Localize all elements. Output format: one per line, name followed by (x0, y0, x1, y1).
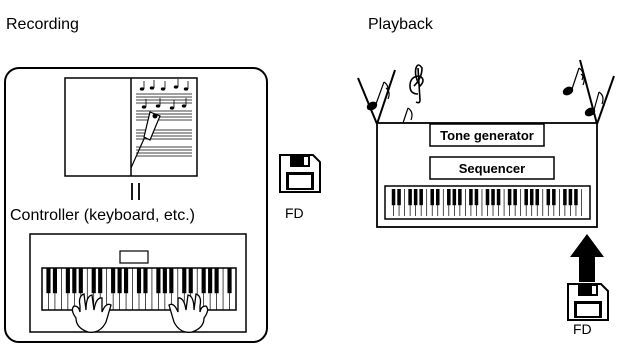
black-key (111, 268, 116, 294)
black-key (452, 189, 457, 206)
black-key (52, 268, 58, 294)
black-key (156, 268, 161, 294)
black-key (408, 189, 412, 206)
black-key (72, 268, 77, 294)
black-key (143, 268, 148, 294)
black-key (524, 189, 528, 206)
black-key (117, 268, 122, 294)
black-key (485, 189, 490, 206)
black-key (513, 189, 517, 206)
black-key (46, 268, 51, 294)
black-key (214, 268, 219, 294)
up-arrow-icon (570, 234, 604, 282)
black-key (568, 189, 573, 206)
black-key (447, 189, 451, 206)
recording-title: Recording (6, 16, 79, 33)
treble-clef-icon (409, 64, 424, 104)
tone-generator-label: Tone generator (440, 128, 534, 143)
black-key (182, 268, 187, 294)
black-key (123, 268, 129, 294)
sound-wave-lines (357, 59, 615, 125)
black-key (529, 189, 534, 206)
black-key (469, 189, 473, 206)
black-key (563, 189, 567, 206)
floppy-disk-icon-playback (567, 283, 609, 321)
sequencer-label: Sequencer (458, 161, 526, 176)
black-key (507, 189, 512, 206)
black-key (419, 189, 423, 206)
music-sheet (64, 77, 198, 177)
black-key (169, 268, 174, 294)
black-key (227, 268, 232, 294)
black-key (65, 268, 70, 294)
pen-icon (130, 111, 161, 169)
left-hand-icon (71, 293, 112, 333)
black-key (201, 268, 206, 294)
fd-label-playback: FD (573, 321, 592, 337)
black-key (546, 189, 551, 206)
controller-label: Controller (keyboard, etc.) (10, 207, 195, 224)
black-key (435, 189, 440, 206)
playback-title: Playback (368, 16, 433, 33)
black-key (391, 189, 396, 206)
black-key (574, 189, 578, 206)
fd-label-recording: FD (285, 205, 304, 221)
black-key (458, 189, 462, 206)
black-key (491, 189, 495, 206)
black-key (78, 268, 83, 294)
black-key (413, 189, 418, 206)
black-key (552, 189, 556, 206)
black-key (474, 189, 479, 206)
black-key (91, 268, 96, 294)
floppy-disk-icon-recording (279, 154, 321, 193)
black-key (136, 268, 142, 294)
black-key (188, 268, 193, 294)
playback-device (376, 122, 598, 228)
black-key (430, 189, 434, 206)
controller-keyboard (29, 233, 247, 333)
black-key (208, 268, 213, 294)
right-hand-icon (168, 293, 209, 333)
black-key (98, 268, 103, 294)
black-key (496, 189, 501, 206)
black-key (162, 268, 167, 294)
black-key (535, 189, 540, 206)
equals-sign (131, 183, 140, 200)
black-key (397, 189, 401, 206)
